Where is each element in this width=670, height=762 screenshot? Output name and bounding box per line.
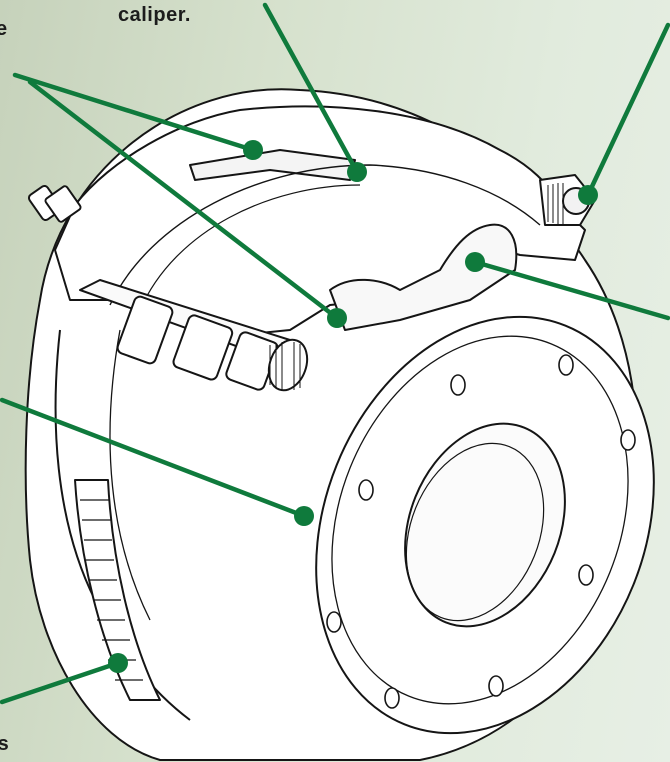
callout-dot-icon	[108, 653, 128, 673]
callout-dot-icon	[243, 140, 263, 160]
callout-line-3	[588, 25, 668, 195]
callout-dot-icon	[465, 252, 485, 272]
callout-dot-icon	[294, 506, 314, 526]
callout-dot-icon	[347, 162, 367, 182]
callout-dot-icon	[327, 308, 347, 328]
callout-dot-icon	[578, 185, 598, 205]
